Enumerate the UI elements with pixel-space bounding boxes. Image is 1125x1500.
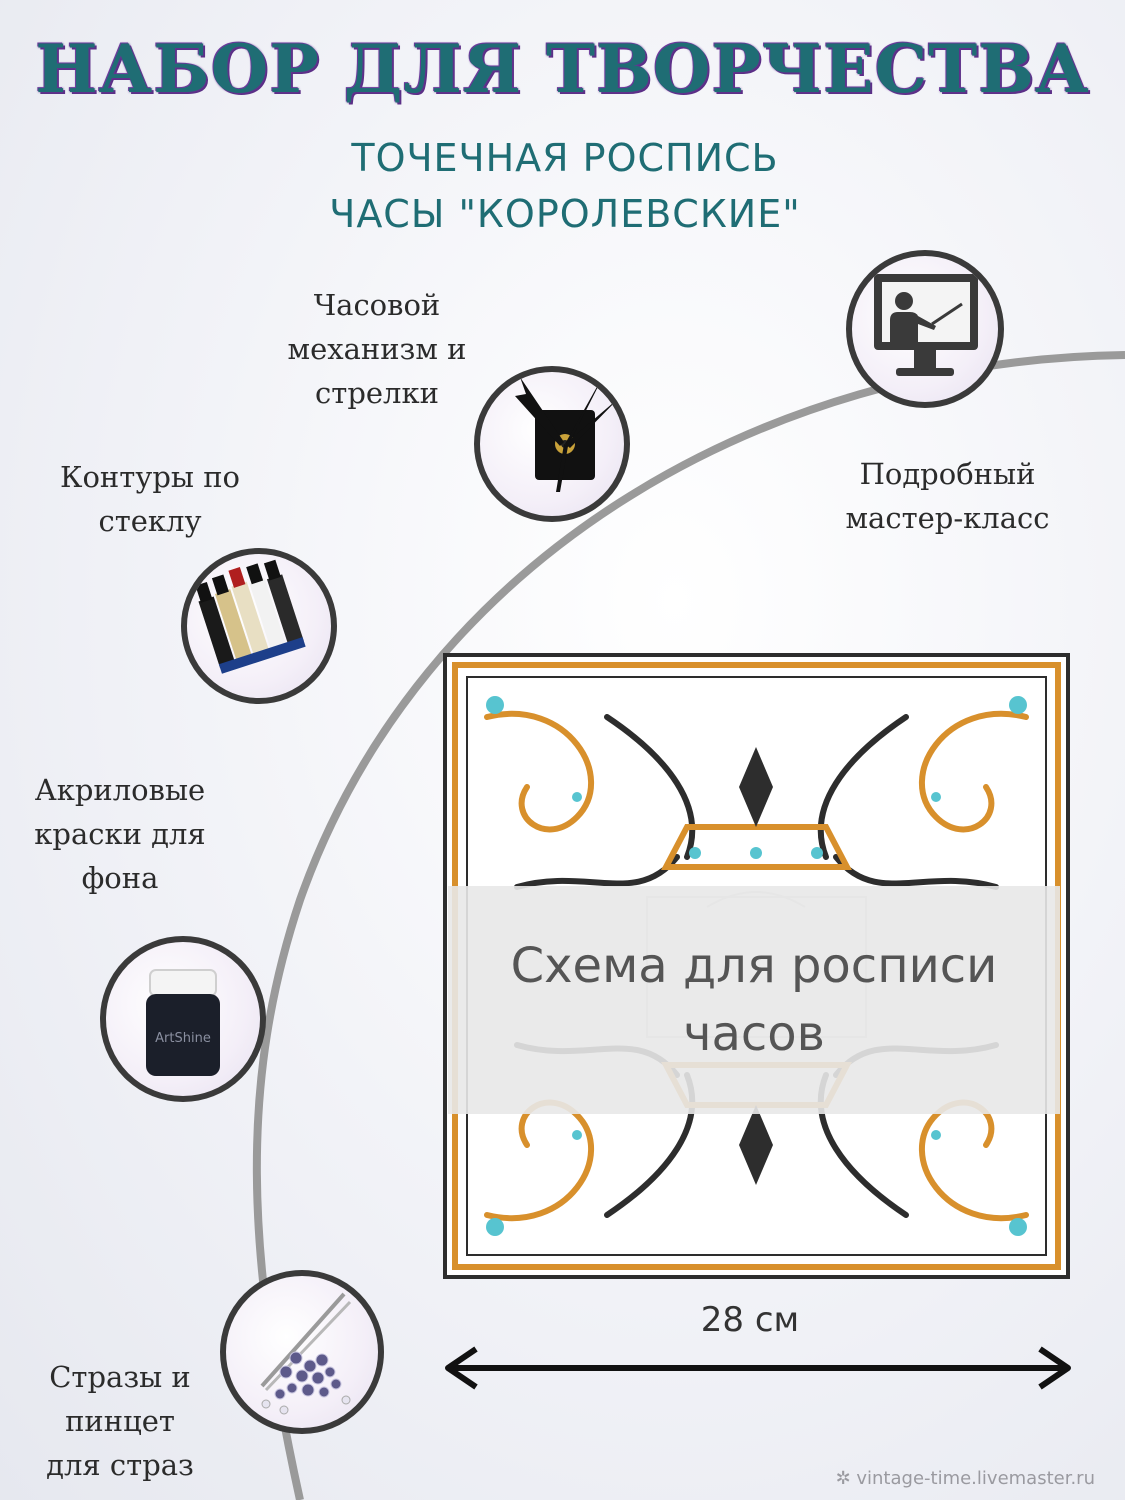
watermark-icon: ✲ bbox=[835, 1468, 857, 1489]
label-master-class: Подробный мастер-класс bbox=[845, 457, 1050, 535]
label-acrylic-paints: Акриловые краски для фона bbox=[34, 773, 206, 895]
watermark: ✲ vintage-time.livemaster.ru bbox=[835, 1468, 1095, 1489]
subtitle-line-1: ТОЧЕЧНАЯ РОСПИСЬ bbox=[351, 136, 779, 180]
jar-brand-label: ArtShine bbox=[155, 1031, 211, 1046]
tweezers-rhinestones-icon bbox=[260, 1292, 352, 1415]
label-contours: Контуры по стеклу bbox=[60, 460, 240, 538]
paint-tubes-icon bbox=[195, 559, 306, 674]
page-title: НАБОР ДЛЯ ТВОРЧЕСТВА bbox=[35, 30, 1090, 108]
rhinestones-bubble bbox=[220, 1270, 384, 1434]
label-clock-mechanism: Часовой механизм и стрелки bbox=[287, 288, 467, 410]
clock-mechanism-icon bbox=[515, 372, 620, 492]
clock-mechanism-bubble bbox=[474, 366, 630, 522]
scheme-caption: Схема для росписи часов bbox=[448, 886, 1060, 1114]
master-class-bubble bbox=[846, 250, 1004, 408]
subtitle-line-2: ЧАСЫ "КОРОЛЕВСКИЕ" bbox=[329, 192, 801, 236]
paint-jar-icon: ArtShine bbox=[146, 969, 220, 1076]
dimension-arrow bbox=[445, 1346, 1071, 1390]
size-label: 28 см bbox=[700, 1300, 800, 1340]
monitor-presenter-icon bbox=[874, 274, 978, 376]
label-rhinestones: Стразы и пинцет для страз bbox=[46, 1360, 194, 1482]
acrylic-paints-bubble: ArtShine bbox=[100, 936, 266, 1102]
contours-bubble bbox=[181, 548, 337, 704]
